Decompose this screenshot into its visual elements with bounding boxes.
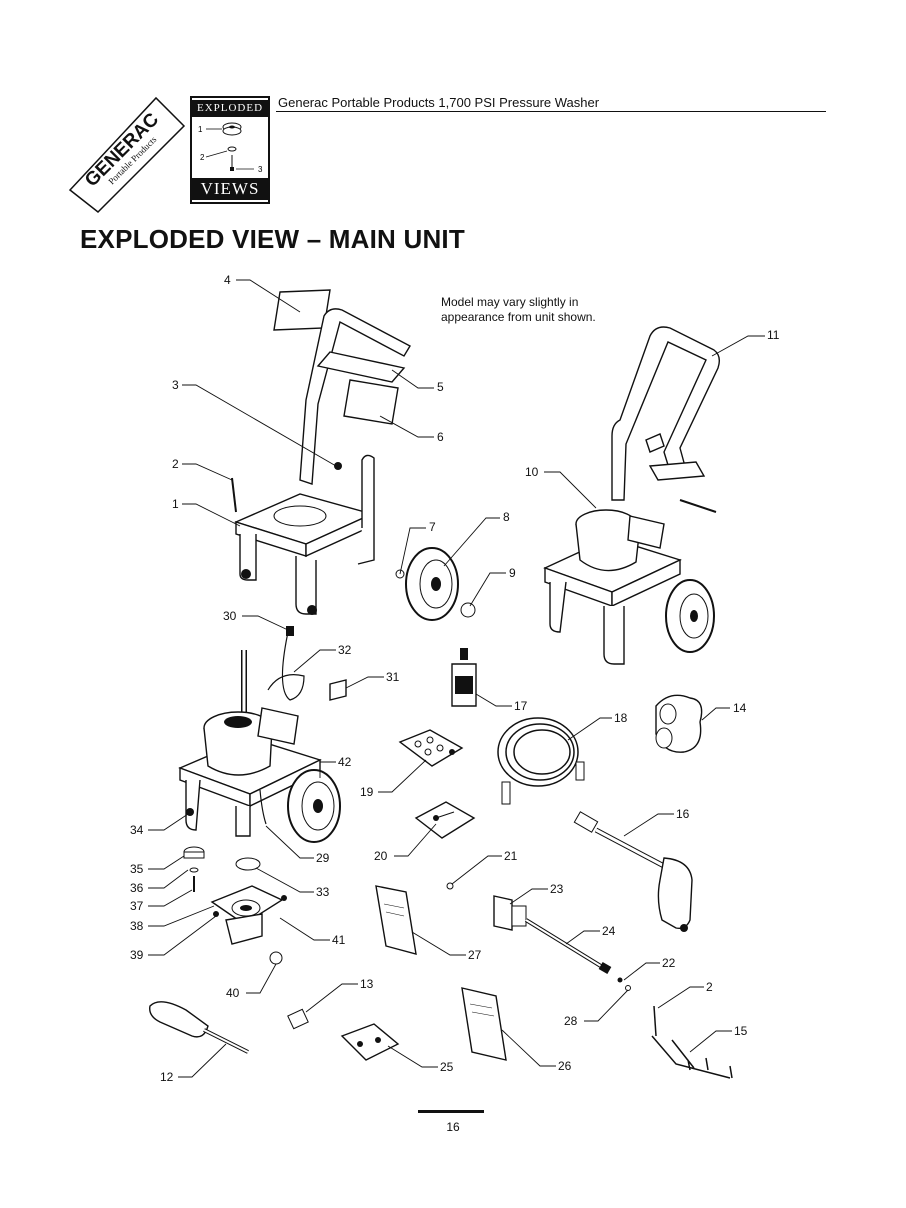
- callout-5: 5: [437, 380, 444, 394]
- badge-bottom-label: VIEWS: [192, 178, 268, 200]
- callout-9: 9: [509, 566, 516, 580]
- callout-29: 29: [316, 851, 330, 865]
- callout-18: 18: [614, 711, 628, 725]
- assembled-unit-right: [543, 326, 721, 665]
- callout-32: 32: [338, 643, 352, 657]
- callout-11: 11: [767, 328, 780, 342]
- callout-35: 35: [130, 862, 144, 876]
- page-number-bar: [418, 1110, 484, 1113]
- label-part: [343, 379, 399, 425]
- callout-25: 25: [440, 1060, 454, 1074]
- callout-31: 31: [386, 670, 400, 684]
- callout-40: 40: [226, 986, 240, 1000]
- callout-22: 22: [662, 956, 676, 970]
- panel-part: [316, 351, 406, 383]
- callout-23: 23: [550, 882, 564, 896]
- callout-3: 3: [172, 378, 179, 392]
- badge-callout: 2: [200, 153, 205, 162]
- header-rule: [276, 111, 826, 112]
- callout-37: 37: [130, 899, 144, 913]
- callout-2: 2: [172, 457, 179, 471]
- accessories: [149, 648, 733, 1079]
- badge-callout: 1: [198, 125, 203, 134]
- frame-assembly: [231, 289, 476, 621]
- callout-39: 39: [130, 948, 144, 962]
- callout-20: 20: [374, 849, 388, 863]
- callout-21: 21: [504, 849, 518, 863]
- callout-30: 30: [223, 609, 237, 623]
- callout-27: 27: [468, 948, 482, 962]
- model-note: Model may vary slightly in appearance fr…: [441, 295, 596, 324]
- callout-7: 7: [429, 520, 436, 534]
- exploded-views-badge: EXPLODED 1 2 3 VIEWS: [190, 96, 270, 204]
- callout-42: 42: [338, 755, 352, 769]
- badge-top-label: EXPLODED: [192, 100, 268, 117]
- callout-41: 41: [332, 933, 346, 947]
- callout-19: 19: [360, 785, 374, 799]
- page-number: 16: [446, 1120, 460, 1134]
- callout-14: 14: [733, 701, 747, 715]
- callout-12: 12: [160, 1070, 174, 1084]
- callout-16: 16: [676, 807, 690, 821]
- callout-10: 10: [525, 465, 539, 479]
- callout-33: 33: [316, 885, 330, 899]
- callout-36: 36: [130, 881, 144, 895]
- callout-6: 6: [437, 430, 444, 444]
- leader-lines: [148, 279, 765, 1078]
- callout-15: 15: [734, 1024, 748, 1038]
- callout-28: 28: [564, 1014, 578, 1028]
- callout-13: 13: [360, 977, 374, 991]
- callout-4: 4: [224, 273, 231, 287]
- badge-callout: 3: [258, 165, 263, 174]
- callout-8: 8: [503, 510, 510, 524]
- badge-mini-diagram: 1 2 3: [198, 122, 263, 174]
- callout-34: 34: [130, 823, 144, 837]
- callout-24: 24: [602, 924, 616, 938]
- callout-1: 1: [172, 497, 179, 511]
- header-title: Generac Portable Products 1,700 PSI Pres…: [278, 95, 600, 110]
- callout-38: 38: [130, 919, 144, 933]
- callout-labels: 4 11 5 3 6 2 10 1 7 8 9 30 32 31 17 18 1…: [130, 273, 780, 1084]
- callout-2b: 2: [706, 980, 713, 994]
- page-heading: EXPLODED VIEW – MAIN UNIT: [80, 224, 465, 254]
- callout-17: 17: [514, 699, 528, 713]
- callout-26: 26: [558, 1059, 572, 1073]
- pump-unit: [178, 626, 347, 965]
- generac-logo: GENERAC Portable Products: [68, 96, 186, 214]
